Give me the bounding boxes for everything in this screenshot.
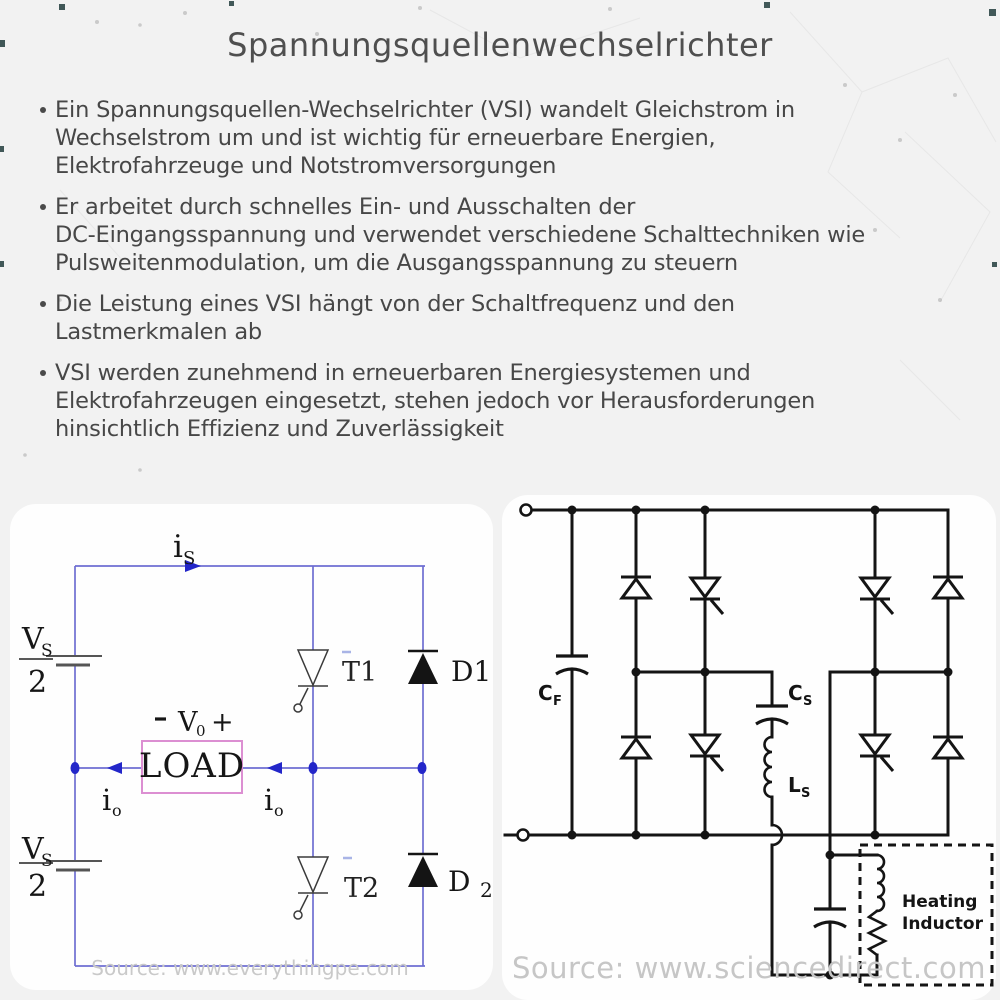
bullet-marker <box>40 301 46 307</box>
page-title: Spannungsquellenwechselrichter <box>227 26 773 64</box>
svg-text:V: V <box>177 707 198 738</box>
load-label: LOAD <box>139 746 245 786</box>
tank-capacitor-symbol <box>813 907 847 929</box>
label-cs: C <box>788 681 803 705</box>
svg-text:V: V <box>21 832 45 867</box>
label-vs2-bottom: V S 2 <box>19 832 53 904</box>
label-t1: T1 <box>342 657 377 688</box>
label-d2: D <box>448 865 470 898</box>
label-cf: C <box>538 681 553 705</box>
bullet-list: Ein Spannungsquellen-Wechselrichter (VSI… <box>0 96 1000 443</box>
capacitor-cf-symbol <box>555 654 589 676</box>
label-cf-sub: F <box>553 694 562 709</box>
junction-dots <box>567 505 953 980</box>
plexus-lines <box>59 9 997 421</box>
label-d1: D1 <box>451 655 491 688</box>
thyristor-symbols-inner-left-leg <box>688 576 725 772</box>
bullet-item-3: Die Leistung eines VSI hängt von der Sch… <box>40 290 1000 346</box>
bullet-item-2: Er arbeitet durch schnelles Ein- und Aus… <box>40 193 1000 277</box>
load-box <box>141 740 243 794</box>
svg-text:+: + <box>211 707 234 738</box>
label-t2: T2 <box>344 873 379 904</box>
corner-squares <box>0 1 997 267</box>
label-output-voltage: V 0 + <box>155 707 234 740</box>
battery-top <box>46 655 102 667</box>
circuit-wires <box>503 508 950 977</box>
diode-d2-symbol <box>408 852 438 887</box>
input-terminal-top <box>519 503 533 517</box>
plexus-dots <box>23 6 957 472</box>
capacitor-cs-symbol <box>755 704 789 726</box>
label-heating-line1: Heating <box>902 892 977 912</box>
junction-dots <box>70 762 427 774</box>
thyristor-symbols-inner-right-leg <box>858 576 895 772</box>
label-heating-line2: Inductor <box>902 914 984 934</box>
vsi-circuit-panel: LOAD i S V S 2 V S 2 V 0 + <box>10 504 493 990</box>
thyristor-t2-symbol <box>293 856 330 920</box>
circuit-wires <box>74 565 425 967</box>
thyristor-t1-symbol <box>293 649 330 713</box>
source-watermark-right: Source: www.sciencedirect.com <box>512 951 986 985</box>
source-watermark-left: Source: www.everythingpe.com <box>91 956 408 980</box>
label-io-left-sub: o <box>112 801 122 820</box>
current-arrow-is <box>185 560 201 572</box>
heating-inductor-box <box>858 843 994 987</box>
bullet-text-4: VSI werden zunehmend in erneuerbaren Ene… <box>55 360 816 442</box>
label-io-right-sub: o <box>274 801 284 820</box>
svg-text:S: S <box>41 851 53 871</box>
label-is: i <box>173 529 183 565</box>
diode-symbols-left-leg <box>619 575 653 760</box>
bullet-marker <box>40 204 46 210</box>
diode-symbols-right-leg <box>931 575 965 760</box>
current-arrow-io-left <box>107 762 122 774</box>
diode-d1-symbol <box>408 649 438 684</box>
label-io-right: i <box>264 783 273 817</box>
bullet-item-1: Ein Spannungsquellen-Wechselrichter (VSI… <box>40 96 1000 180</box>
heating-inverter-diagram: C F C S L S Heating Inductor Source: www… <box>503 503 994 987</box>
label-cs-sub: S <box>803 694 812 709</box>
label-is-sub: S <box>183 548 195 569</box>
heating-inverter-panel: C F C S L S Heating Inductor Source: www… <box>502 495 996 1000</box>
bullet-marker <box>40 370 46 376</box>
bullet-text-3: Die Leistung eines VSI hängt von der Sch… <box>55 291 735 345</box>
current-arrow-io-right <box>267 762 282 774</box>
svg-text:0: 0 <box>196 722 206 740</box>
svg-text:2: 2 <box>28 869 47 904</box>
label-vs2-top: V S 2 <box>19 622 53 700</box>
label-io-left: i <box>102 783 111 817</box>
svg-text:2: 2 <box>28 665 47 700</box>
input-terminal-bottom <box>516 828 530 842</box>
bullet-marker <box>40 107 46 113</box>
vsi-circuit-diagram: LOAD i S V S 2 V S 2 V 0 + <box>19 529 493 980</box>
svg-text:S: S <box>41 641 53 661</box>
label-ls-sub: S <box>801 786 810 801</box>
svg-text:V: V <box>21 622 45 657</box>
label-ls: L <box>788 773 801 797</box>
bullet-text-2: Er arbeitet durch schnelles Ein- und Aus… <box>55 194 866 276</box>
bullet-item-4: VSI werden zunehmend in erneuerbaren Ene… <box>40 359 1000 443</box>
bullet-text-1: Ein Spannungsquellen-Wechselrichter (VSI… <box>55 97 795 179</box>
battery-bottom <box>46 860 102 872</box>
label-d2-sub: 2 <box>480 878 493 902</box>
